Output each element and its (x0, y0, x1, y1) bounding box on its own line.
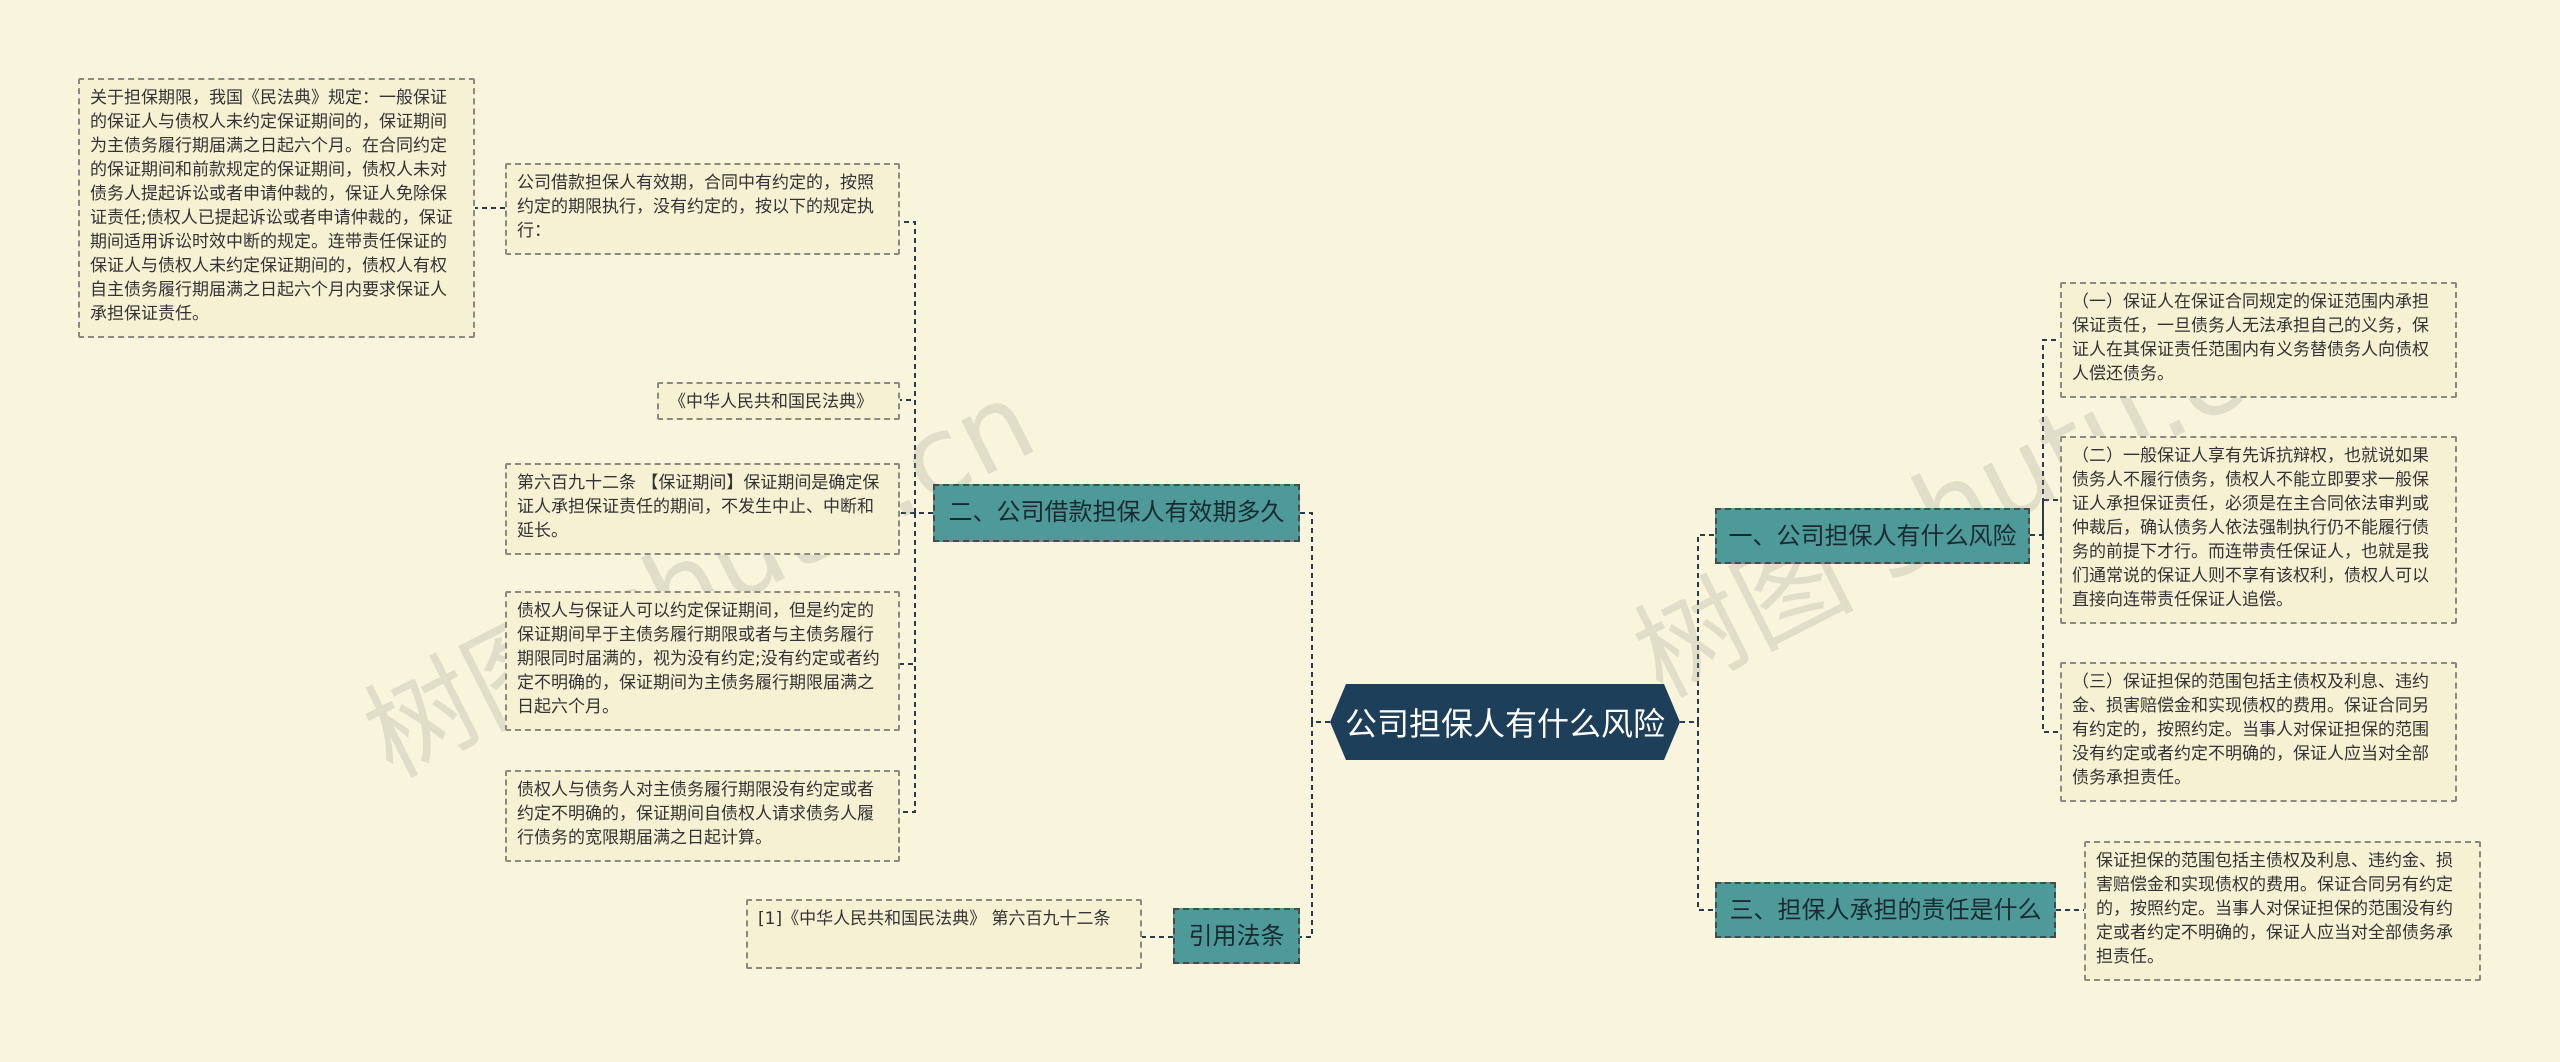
leaf-text: （二）一般保证人享有先诉抗辩权，也就说如果债务人不履行债务，债权人不能立即要求一… (2072, 446, 2429, 610)
leaf-text: 保证担保的范围包括主债权及利息、违约金、损害赔偿金和实现债权的费用。保证合同另有… (2096, 851, 2453, 967)
leaf-validity-intro[interactable]: 公司借款担保人有效期，合同中有约定的，按照约定的期限执行，没有约定的，按以下的规… (505, 163, 900, 255)
leaf-risk-2[interactable]: （二）一般保证人享有先诉抗辩权，也就说如果债务人不履行债务，债权人不能立即要求一… (2060, 436, 2457, 624)
branch-validity[interactable]: 二、公司借款担保人有效期多久 (933, 484, 1300, 542)
leaf-risk-3[interactable]: （三）保证担保的范围包括主债权及利息、违约金、损害赔偿金和实现债权的费用。保证合… (2060, 662, 2457, 802)
root-node[interactable]: 公司担保人有什么风险 (1330, 684, 1680, 760)
branch-liability-label: 三、担保人承担的责任是什么 (1729, 896, 2042, 924)
leaf-text: 第六百九十二条 【保证期间】保证期间是确定保证人承担保证责任的期间，不发生中止、… (517, 473, 880, 541)
leaf-citation[interactable]: [1]《中华人民共和国民法典》 第六百九十二条 (746, 899, 1142, 969)
branch-cited-law[interactable]: 引用法条 (1173, 908, 1300, 964)
leaf-text: （三）保证担保的范围包括主债权及利息、违约金、损害赔偿金和实现债权的费用。保证合… (2072, 672, 2429, 788)
leaf-text: 关于担保期限，我国《民法典》规定：一般保证的保证人与债权人未约定保证期间的，保证… (90, 88, 453, 324)
leaf-text: 债权人与保证人可以约定保证期间，但是约定的保证期间早于主债务履行期限或者与主债务… (517, 601, 880, 717)
leaf-liability-scope[interactable]: 保证担保的范围包括主债权及利息、违约金、损害赔偿金和实现债权的费用。保证合同另有… (2084, 841, 2481, 981)
root-label: 公司担保人有什么风险 (1344, 705, 1665, 743)
leaf-text: 公司借款担保人有效期，合同中有约定的，按照约定的期限执行，没有约定的，按以下的规… (517, 173, 874, 241)
leaf-agreed-period[interactable]: 债权人与保证人可以约定保证期间，但是约定的保证期间早于主债务履行期限或者与主债务… (505, 591, 900, 731)
branch-risk[interactable]: 一、公司担保人有什么风险 (1715, 508, 2030, 564)
branch-validity-label: 二、公司借款担保人有效期多久 (948, 498, 1285, 526)
leaf-text: 《中华人民共和国民法典》 (669, 392, 873, 412)
leaf-guarantee-period-rule[interactable]: 关于担保期限，我国《民法典》规定：一般保证的保证人与债权人未约定保证期间的，保证… (78, 78, 475, 338)
leaf-risk-1[interactable]: （一）保证人在保证合同规定的保证范围内承担保证责任，一旦债务人无法承担自己的义务… (2060, 282, 2457, 398)
leaf-text: （一）保证人在保证合同规定的保证范围内承担保证责任，一旦债务人无法承担自己的义务… (2072, 292, 2429, 384)
leaf-text: 债权人与债务人对主债务履行期限没有约定或者约定不明确的，保证期间自债权人请求债务… (517, 780, 874, 848)
leaf-article-692[interactable]: 第六百九十二条 【保证期间】保证期间是确定保证人承担保证责任的期间，不发生中止、… (505, 463, 900, 555)
leaf-undefined-term[interactable]: 债权人与债务人对主债务履行期限没有约定或者约定不明确的，保证期间自债权人请求债务… (505, 770, 900, 862)
branch-liability[interactable]: 三、担保人承担的责任是什么 (1715, 882, 2056, 938)
branch-cited-law-label: 引用法条 (1188, 922, 1285, 950)
branch-risk-label: 一、公司担保人有什么风险 (1728, 522, 2017, 550)
leaf-text: [1]《中华人民共和国民法典》 第六百九十二条 (758, 909, 1111, 929)
leaf-civil-code[interactable]: 《中华人民共和国民法典》 (657, 382, 900, 420)
